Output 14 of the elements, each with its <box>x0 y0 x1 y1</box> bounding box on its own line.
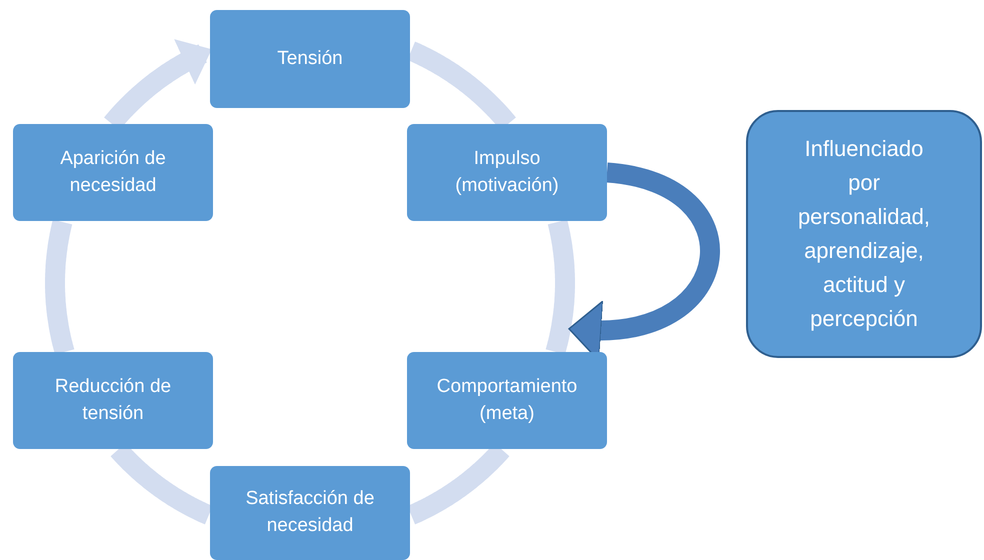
process-box <box>210 10 410 108</box>
process-box <box>13 352 213 449</box>
box-label: Impulso (motivación) <box>454 146 560 198</box>
process-box <box>13 124 213 221</box>
process-box <box>407 352 607 449</box>
box-label: Aparición de necesidad <box>59 146 167 198</box>
box-label: Tensión <box>277 46 343 71</box>
box-label: Influenciado por personalidad, aprendizaje, actitud y percepción <box>796 134 932 334</box>
box-label: Reducción de tensión <box>54 374 172 426</box>
note-box <box>746 110 982 358</box>
process-box <box>407 124 607 221</box>
box-label: Comportamiento (meta) <box>436 374 578 426</box>
box-label: Satisfacción de necesidad <box>244 487 376 538</box>
process-box <box>210 466 410 560</box>
